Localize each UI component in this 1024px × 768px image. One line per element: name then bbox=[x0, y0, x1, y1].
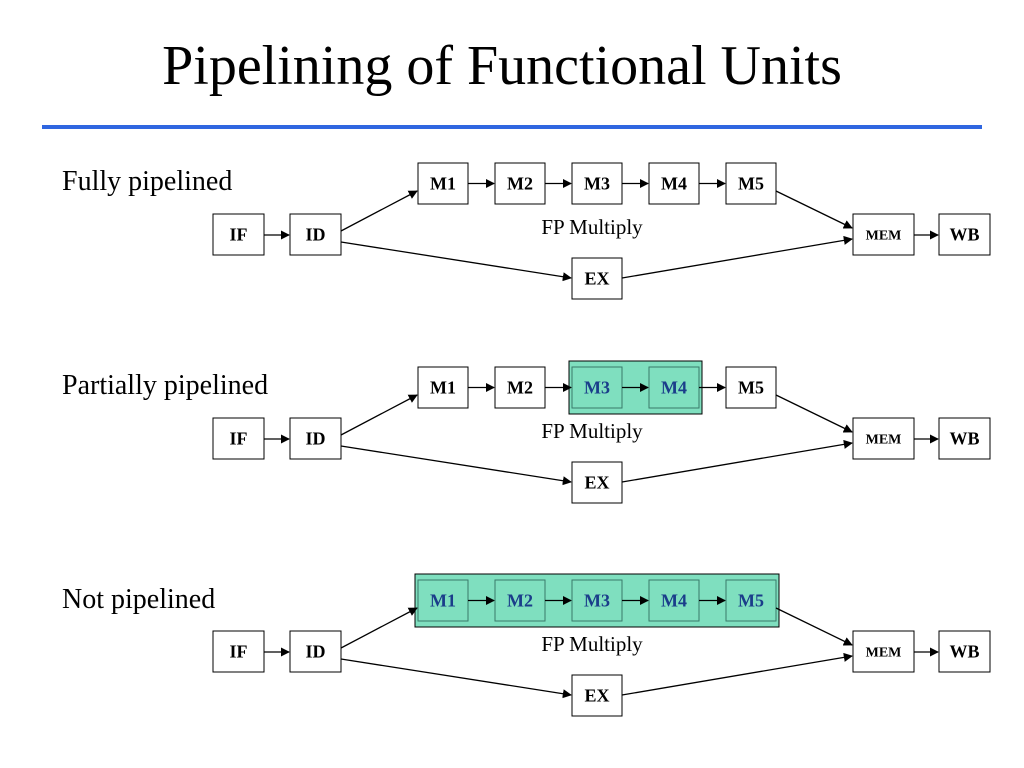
stage-label-id: ID bbox=[305, 225, 325, 245]
stage-box-mem bbox=[852, 213, 915, 256]
arrow-ex-mem bbox=[621, 439, 853, 483]
stage-label-m4: M4 bbox=[661, 591, 687, 611]
stage-box-ex bbox=[571, 674, 623, 717]
stage-box-id bbox=[289, 630, 342, 673]
stage-box-ex bbox=[571, 461, 623, 504]
stage-box-m4 bbox=[648, 579, 700, 622]
stage-label-ex: EX bbox=[584, 269, 609, 289]
section-label-fully-pipelined: Fully pipelined bbox=[62, 166, 233, 197]
stage-box-if bbox=[212, 630, 265, 673]
stage-box-wb bbox=[938, 213, 991, 256]
stage-label-m2: M2 bbox=[507, 591, 533, 611]
stage-box-ex bbox=[571, 257, 623, 300]
stage-label-m3: M3 bbox=[584, 591, 610, 611]
stage-box-m5 bbox=[725, 366, 777, 409]
arrow-ex-mem bbox=[621, 235, 853, 279]
stage-label-if: IF bbox=[230, 429, 248, 449]
arrow-ex-mem bbox=[621, 652, 853, 696]
stage-label-m1: M1 bbox=[430, 174, 456, 194]
section-label-partially-pipelined: Partially pipelined bbox=[62, 370, 269, 401]
stage-label-m2: M2 bbox=[507, 378, 533, 398]
pipeline-section-2: M1 M2 M3 M4 M5 FP Multiply IF ID MEM WB EX bbox=[212, 573, 991, 717]
stage-label-m1: M1 bbox=[430, 378, 456, 398]
stage-label-wb: WB bbox=[949, 225, 979, 245]
arrow-id-m1 bbox=[340, 190, 418, 232]
stage-label-m2: M2 bbox=[507, 174, 533, 194]
arrow-id-ex bbox=[340, 241, 572, 282]
stage-label-m5: M5 bbox=[738, 591, 764, 611]
stage-label-ex: EX bbox=[584, 686, 609, 706]
stage-box-m5 bbox=[725, 162, 777, 205]
stage-box-m3 bbox=[571, 579, 623, 622]
page-title: Pipelining of Functional Units bbox=[162, 35, 842, 97]
stage-box-m2 bbox=[494, 579, 546, 622]
stage-label-m3: M3 bbox=[584, 378, 610, 398]
stage-box-m2 bbox=[494, 366, 546, 409]
stage-label-m5: M5 bbox=[738, 174, 764, 194]
stage-label-if: IF bbox=[230, 642, 248, 662]
fp-multiply-caption: FP Multiply bbox=[541, 632, 643, 656]
stage-label-mem: MEM bbox=[866, 646, 902, 661]
section-label-not-pipelined: Not pipelined bbox=[62, 584, 216, 615]
stage-box-wb bbox=[938, 630, 991, 673]
arrow-id-ex bbox=[340, 445, 572, 486]
stage-label-mem: MEM bbox=[866, 433, 902, 448]
arrow-m5-mem bbox=[775, 607, 853, 646]
stage-box-if bbox=[212, 213, 265, 256]
stage-box-mem bbox=[852, 417, 915, 460]
stage-box-m1 bbox=[417, 366, 469, 409]
arrow-m5-mem bbox=[775, 190, 853, 229]
stage-box-if bbox=[212, 417, 265, 460]
stage-box-m4 bbox=[648, 366, 700, 409]
stage-label-wb: WB bbox=[949, 429, 979, 449]
stage-label-m3: M3 bbox=[584, 174, 610, 194]
arrow-m5-mem bbox=[775, 394, 853, 433]
stage-label-if: IF bbox=[230, 225, 248, 245]
stage-label-m1: M1 bbox=[430, 591, 456, 611]
stage-label-m5: M5 bbox=[738, 378, 764, 398]
stage-box-wb bbox=[938, 417, 991, 460]
fp-multiply-caption: FP Multiply bbox=[541, 215, 643, 239]
pipeline-section-1: M1 M2 M3 M4 M5 FP Multiply IF ID MEM WB EX bbox=[212, 360, 991, 504]
stage-box-m5 bbox=[725, 579, 777, 622]
stage-label-mem: MEM bbox=[866, 229, 902, 244]
stage-label-id: ID bbox=[305, 429, 325, 449]
stage-label-m4: M4 bbox=[661, 378, 687, 398]
stage-label-ex: EX bbox=[584, 473, 609, 493]
arrow-id-ex bbox=[340, 658, 572, 699]
stage-label-wb: WB bbox=[949, 642, 979, 662]
pipeline-section-0: M1 M2 M3 M4 M5 FP Multiply IF ID MEM WB EX bbox=[212, 162, 991, 300]
stage-label-id: ID bbox=[305, 642, 325, 662]
stage-box-m3 bbox=[571, 366, 623, 409]
fp-multiply-caption: FP Multiply bbox=[541, 419, 643, 443]
arrow-id-m1 bbox=[340, 394, 418, 436]
stage-box-m1 bbox=[417, 162, 469, 205]
title-divider bbox=[42, 125, 982, 129]
stage-label-m4: M4 bbox=[661, 174, 687, 194]
stage-box-id bbox=[289, 213, 342, 256]
arrow-id-m1 bbox=[340, 607, 418, 649]
stage-box-id bbox=[289, 417, 342, 460]
